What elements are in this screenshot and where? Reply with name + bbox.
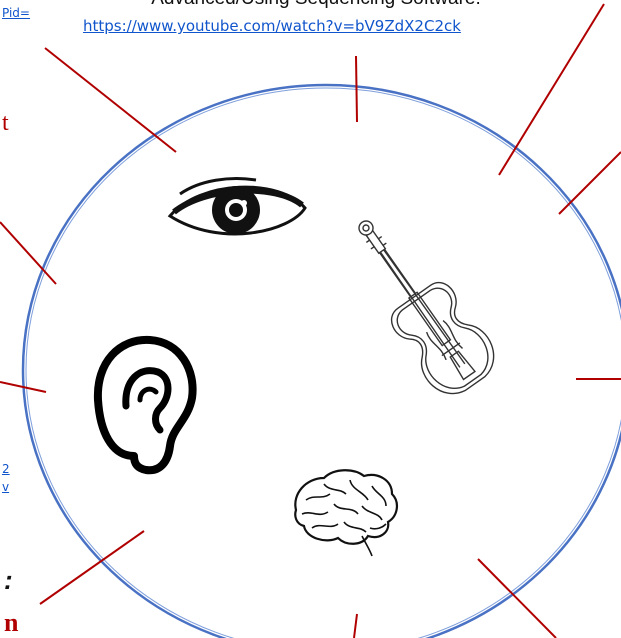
brain-icon xyxy=(295,470,397,556)
connector-left-upper xyxy=(0,222,56,284)
connector-bottom-right xyxy=(478,559,556,638)
connector-bottom-center xyxy=(354,614,357,638)
eye-icon xyxy=(170,179,305,234)
connector-top-center xyxy=(356,56,357,122)
connector-top-right xyxy=(499,4,604,175)
center-circle-inner-stroke xyxy=(26,88,621,638)
connector-top-left xyxy=(45,48,176,152)
connector-lines xyxy=(0,4,621,638)
connector-right-upper xyxy=(559,152,621,214)
connector-bottom-left xyxy=(40,531,144,604)
ear-icon xyxy=(98,340,193,470)
violin-icon xyxy=(332,201,505,405)
center-circle xyxy=(23,85,621,638)
